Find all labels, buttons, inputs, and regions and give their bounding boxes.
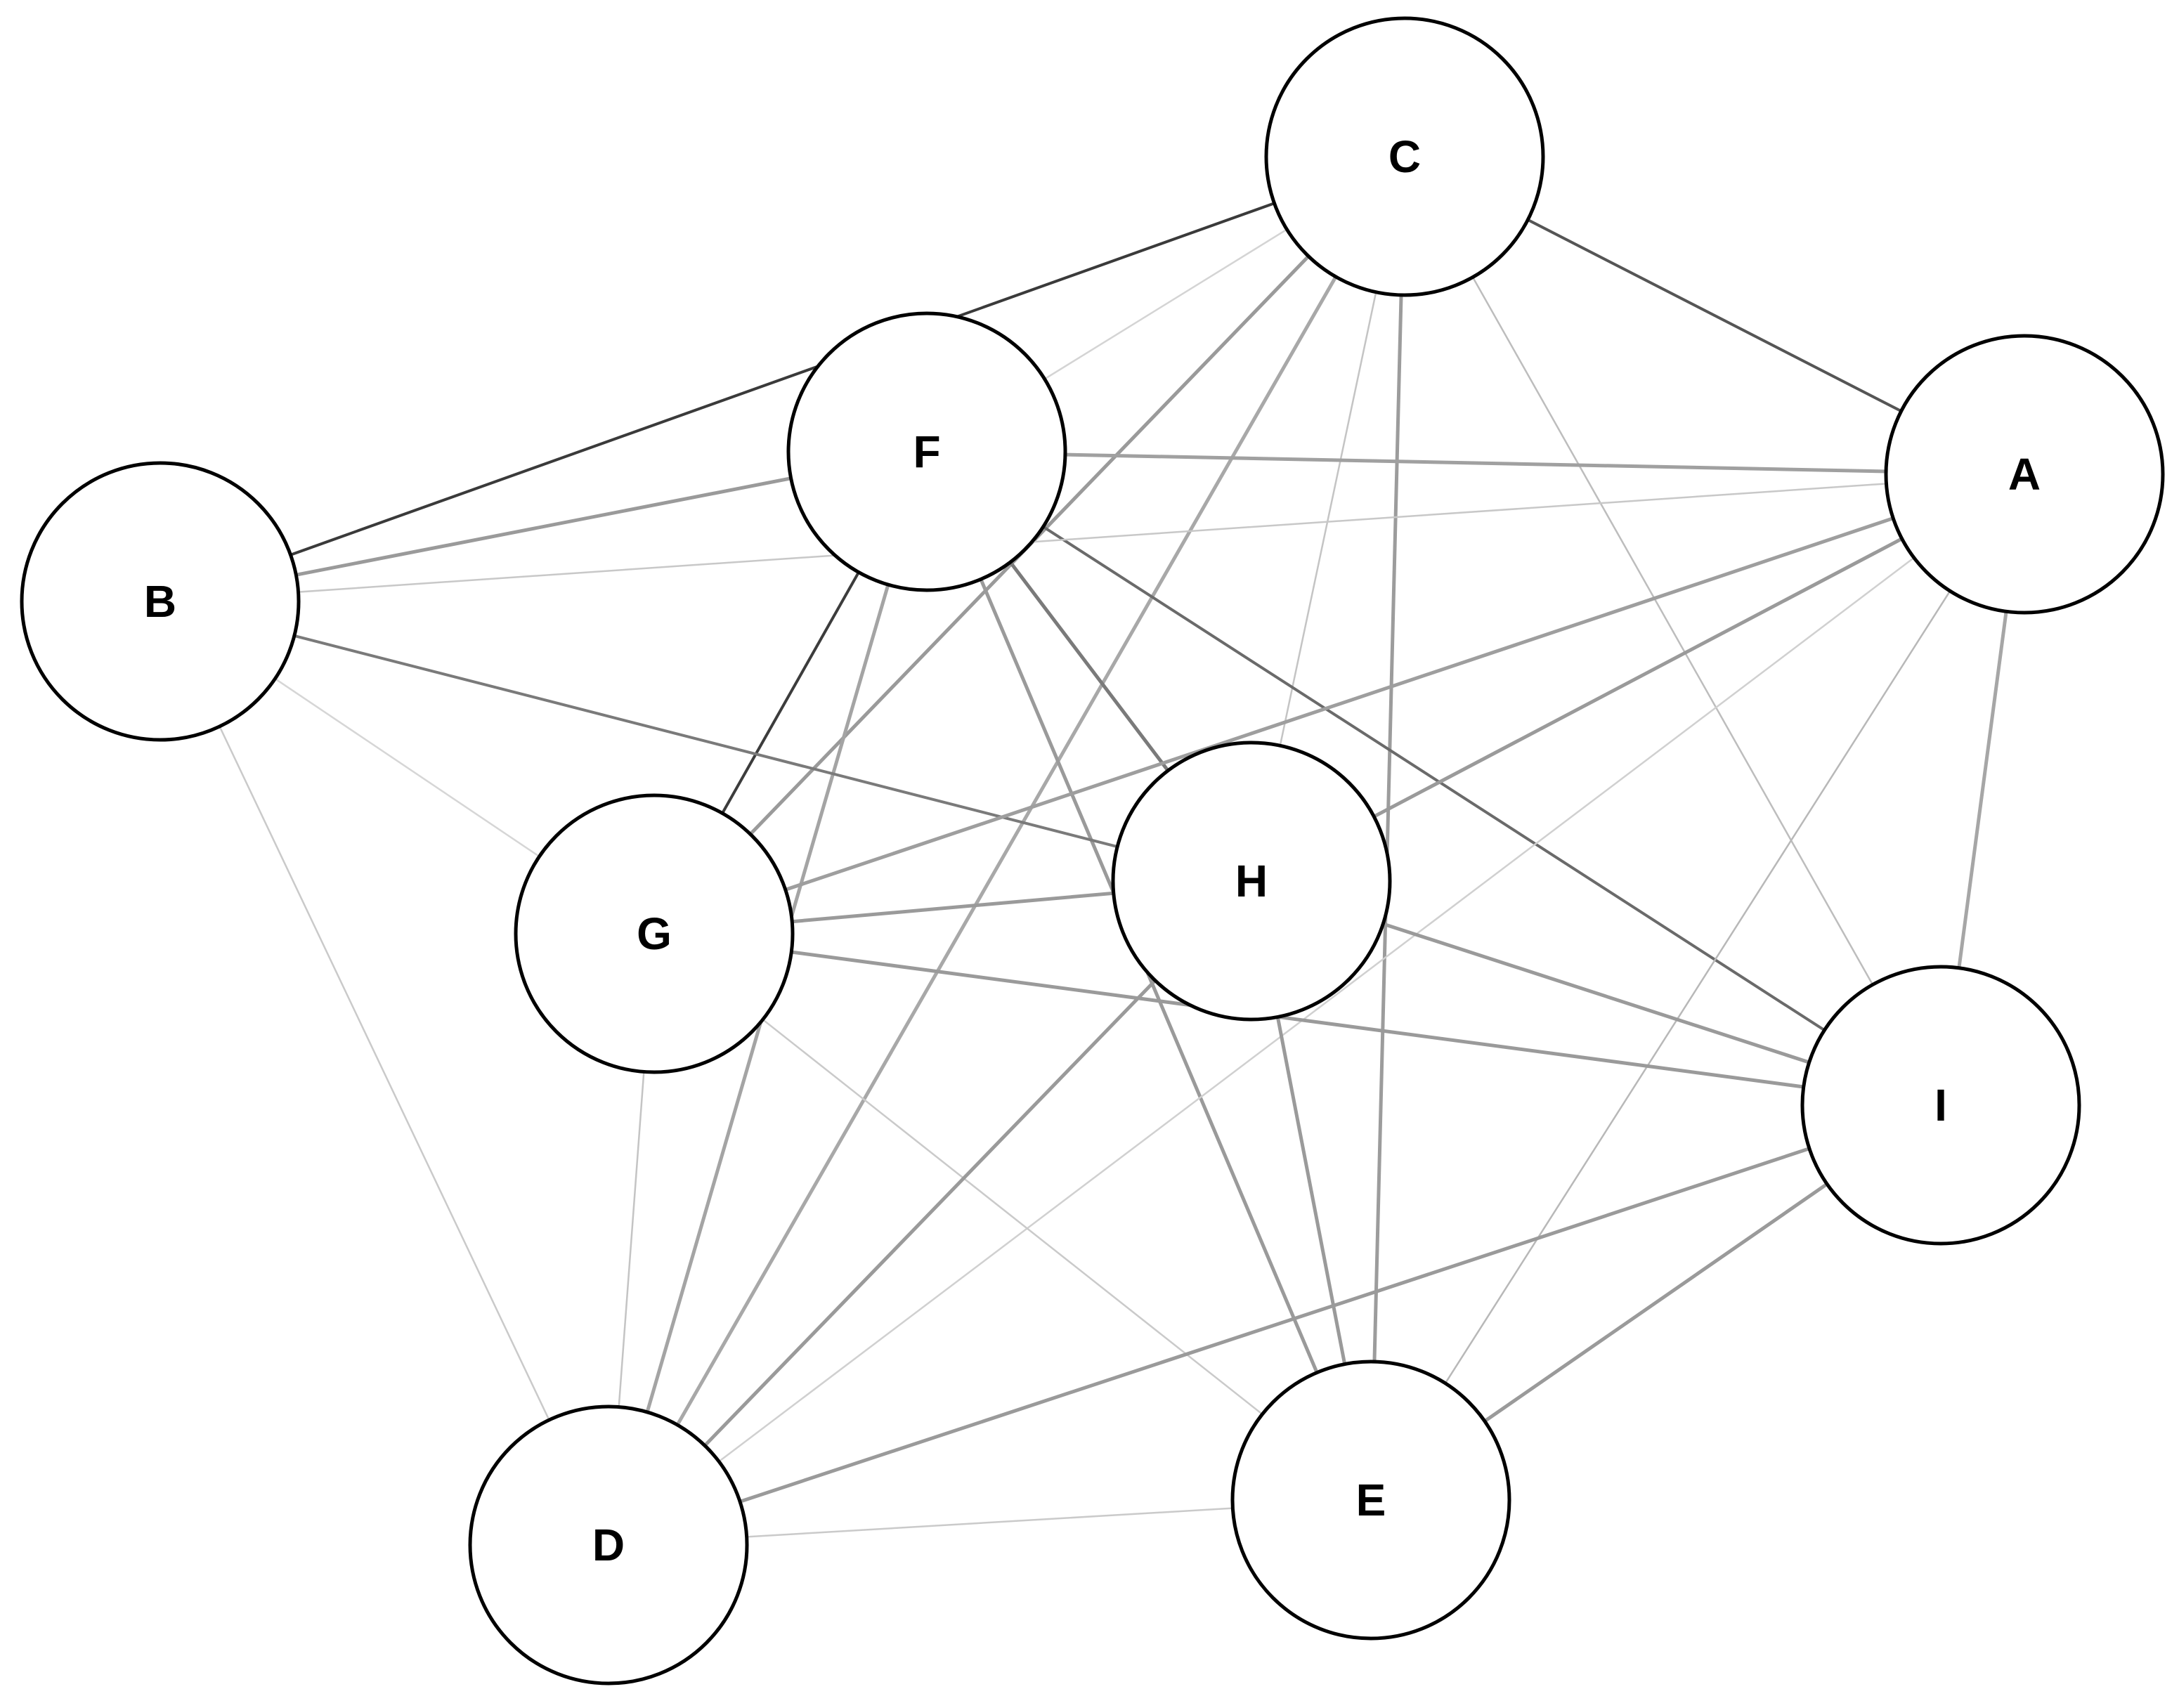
edge-g-i <box>653 932 1941 1107</box>
edge-f-a <box>926 450 2025 476</box>
node-circle-g <box>514 793 795 1074</box>
node-label-h: H <box>1235 856 1268 906</box>
node-circle-b <box>20 461 301 742</box>
node-label-a: A <box>2008 449 2041 500</box>
node-label-c: C <box>1388 131 1421 182</box>
node-circle-f <box>786 311 1067 592</box>
node-e: E <box>1230 1360 1511 1641</box>
node-circle-e <box>1230 1360 1511 1641</box>
edge-a-d <box>608 474 2025 1546</box>
node-i: I <box>1800 965 2081 1246</box>
node-a: A <box>1884 334 2165 615</box>
edge-a-e <box>1370 474 2026 1501</box>
node-circle-a <box>1884 334 2165 615</box>
edges-layer <box>159 155 2027 1547</box>
node-f: F <box>786 311 1067 592</box>
node-circle-h <box>1111 741 1392 1022</box>
node-label-i: I <box>1934 1080 1947 1130</box>
edge-f-i <box>925 450 1942 1107</box>
node-d: D <box>468 1404 749 1686</box>
edge-b-h <box>160 600 1252 882</box>
edge-c-i <box>1403 156 1942 1106</box>
node-circle-i <box>1800 965 2081 1246</box>
edge-a-h <box>1250 472 2026 883</box>
edge-h-d <box>607 880 1253 1546</box>
edge-c-b <box>160 155 1405 603</box>
node-label-g: G <box>637 908 672 959</box>
node-label-f: F <box>913 426 940 477</box>
node-label-d: D <box>592 1520 625 1570</box>
node-c: C <box>1264 16 1545 297</box>
nodes-layer: A B C D E F G H I <box>20 16 2165 1686</box>
edge-c-d <box>606 155 1407 1546</box>
edge-g-e <box>653 933 1372 1501</box>
edge-a-g <box>653 472 2025 936</box>
node-circle-c <box>1264 16 1545 297</box>
edge-b-d <box>159 601 610 1546</box>
node-circle-d <box>468 1404 749 1686</box>
edge-b-a <box>160 473 2025 603</box>
node-label-b: B <box>144 576 176 627</box>
node-h: H <box>1111 741 1392 1022</box>
node-g: G <box>514 793 795 1074</box>
node-b: B <box>20 461 301 742</box>
edge-i-d <box>608 1103 1941 1547</box>
edge-c-e <box>1369 156 1407 1501</box>
node-label-e: E <box>1356 1475 1386 1525</box>
